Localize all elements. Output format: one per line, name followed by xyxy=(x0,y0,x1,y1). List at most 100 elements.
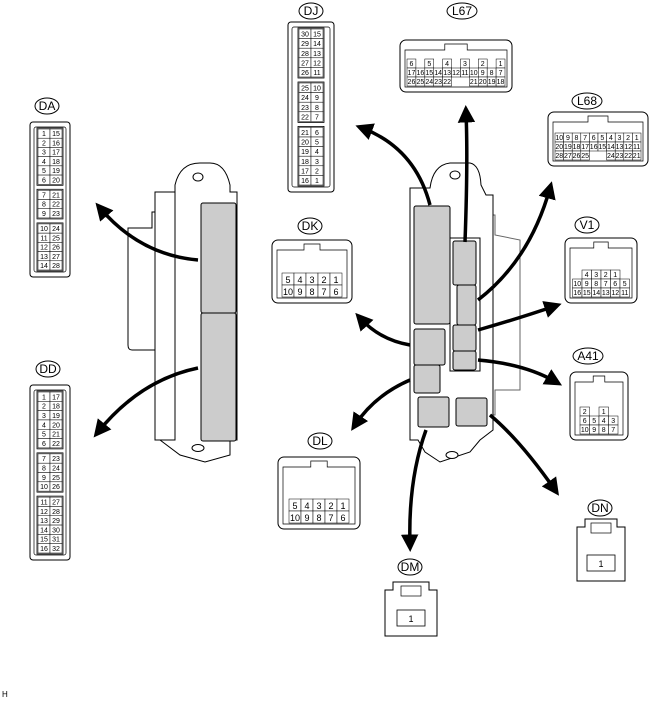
pin-number: 8 xyxy=(316,513,321,523)
pin-number: 5 xyxy=(427,61,431,68)
pin-number: 11 xyxy=(461,70,468,77)
connector-label: A41 xyxy=(577,349,599,363)
pin-number: 7 xyxy=(321,287,326,297)
connector-dm: DM1 xyxy=(384,558,438,637)
pin-number: 3 xyxy=(309,275,314,285)
pin-number: 4 xyxy=(609,135,613,142)
arrow-to-dd xyxy=(93,366,199,438)
arrow-to-dl xyxy=(351,378,411,431)
pin-number: 4 xyxy=(585,272,589,279)
pin-number: 21 xyxy=(470,79,478,86)
pin-number: 7 xyxy=(604,281,608,288)
pin-number: 27 xyxy=(301,60,309,67)
pin-number: 8 xyxy=(594,281,598,288)
pin-number: 10 xyxy=(313,86,321,93)
pin-number: 23 xyxy=(434,79,442,86)
pin-number: 22 xyxy=(624,153,632,160)
pin-number: 10 xyxy=(40,484,48,491)
pin-number: 11 xyxy=(633,144,640,151)
pin-number: 2 xyxy=(604,272,608,279)
pin-number: 11 xyxy=(621,290,628,297)
pin-number: 15 xyxy=(313,32,321,39)
pin-number: 4 xyxy=(304,501,309,511)
pin-number: 9 xyxy=(42,475,46,482)
pin-number: 10 xyxy=(290,513,300,523)
pin-number: 13 xyxy=(443,70,451,77)
pin-number: 1 xyxy=(408,614,413,624)
pin-number: 28 xyxy=(301,51,309,58)
pin-number: 3 xyxy=(594,272,598,279)
connector-label-bubble xyxy=(571,92,603,110)
arrow-to-v1 xyxy=(477,301,562,332)
pin-number: 5 xyxy=(42,168,46,175)
left-ecu-unit xyxy=(127,162,238,463)
pin-number: 24 xyxy=(52,226,60,233)
connector-label: DN xyxy=(591,501,608,515)
pin-number: 8 xyxy=(42,466,46,473)
right-ecu-port-dm xyxy=(417,396,450,428)
pin-number: 10 xyxy=(573,281,581,288)
pin-number: 8 xyxy=(309,287,314,297)
pin-number: 4 xyxy=(315,149,319,156)
pin-number: 8 xyxy=(602,427,606,434)
pin-number: 24 xyxy=(425,79,433,86)
left-ecu-port-da xyxy=(200,202,237,314)
pin-number: 28 xyxy=(52,263,60,270)
connector-label: DD xyxy=(39,362,57,376)
connector-label-bubble xyxy=(35,360,61,378)
pin-number: 6 xyxy=(42,177,46,184)
arrow-to-l68 xyxy=(476,181,556,302)
pin-number: 26 xyxy=(408,79,416,86)
pin-number: 15 xyxy=(40,537,48,544)
pin-number: 5 xyxy=(315,140,319,147)
pin-number: 13 xyxy=(602,290,610,297)
pin-number: 5 xyxy=(42,432,46,439)
pin-number: 1 xyxy=(613,272,617,279)
connector-label: L68 xyxy=(577,94,597,108)
pin-number: 1 xyxy=(42,131,46,138)
pin-number: 3 xyxy=(42,150,46,157)
pin-number: 18 xyxy=(52,404,60,411)
pin-number: 13 xyxy=(40,254,48,261)
pin-number: 11 xyxy=(40,235,47,242)
pin-number: 9 xyxy=(566,135,570,142)
pin-number: 23 xyxy=(52,456,60,463)
pin-number: 9 xyxy=(592,427,596,434)
pin-number: 24 xyxy=(52,466,60,473)
connector-label: V1 xyxy=(580,218,595,232)
pin-number: 14 xyxy=(607,144,615,151)
pin-number: 16 xyxy=(40,546,48,553)
pin-number: 13 xyxy=(616,144,624,151)
pin-number: 21 xyxy=(633,153,641,160)
pin-number: 18 xyxy=(497,79,505,86)
pin-number: 25 xyxy=(416,79,424,86)
pin-number: 19 xyxy=(301,149,309,156)
right-ecu-port-dk xyxy=(413,328,446,366)
pin-number: 17 xyxy=(52,394,60,401)
pin-number: 26 xyxy=(573,153,581,160)
arrow-to-a41 xyxy=(477,358,563,386)
pin-number: 11 xyxy=(40,499,47,506)
pin-number: 18 xyxy=(573,144,581,151)
pin-number: 5 xyxy=(285,275,290,285)
arrow-to-l67 xyxy=(457,105,476,243)
pin-number: 1 xyxy=(315,178,319,185)
connector-label: DJ xyxy=(304,4,319,18)
pin-number: 21 xyxy=(301,130,309,137)
pin-number: 2 xyxy=(481,61,485,68)
pin-number: 1 xyxy=(340,501,345,511)
pin-number: 21 xyxy=(52,193,60,200)
pin-number: 14 xyxy=(592,290,600,297)
pin-number: 28 xyxy=(555,153,563,160)
pin-number: 19 xyxy=(564,144,572,151)
pin-number: 15 xyxy=(598,144,606,151)
pin-number: 23 xyxy=(52,211,60,218)
pin-number: 5 xyxy=(623,281,627,288)
pin-number: 16 xyxy=(416,70,424,77)
pin-number: 3 xyxy=(42,413,46,420)
